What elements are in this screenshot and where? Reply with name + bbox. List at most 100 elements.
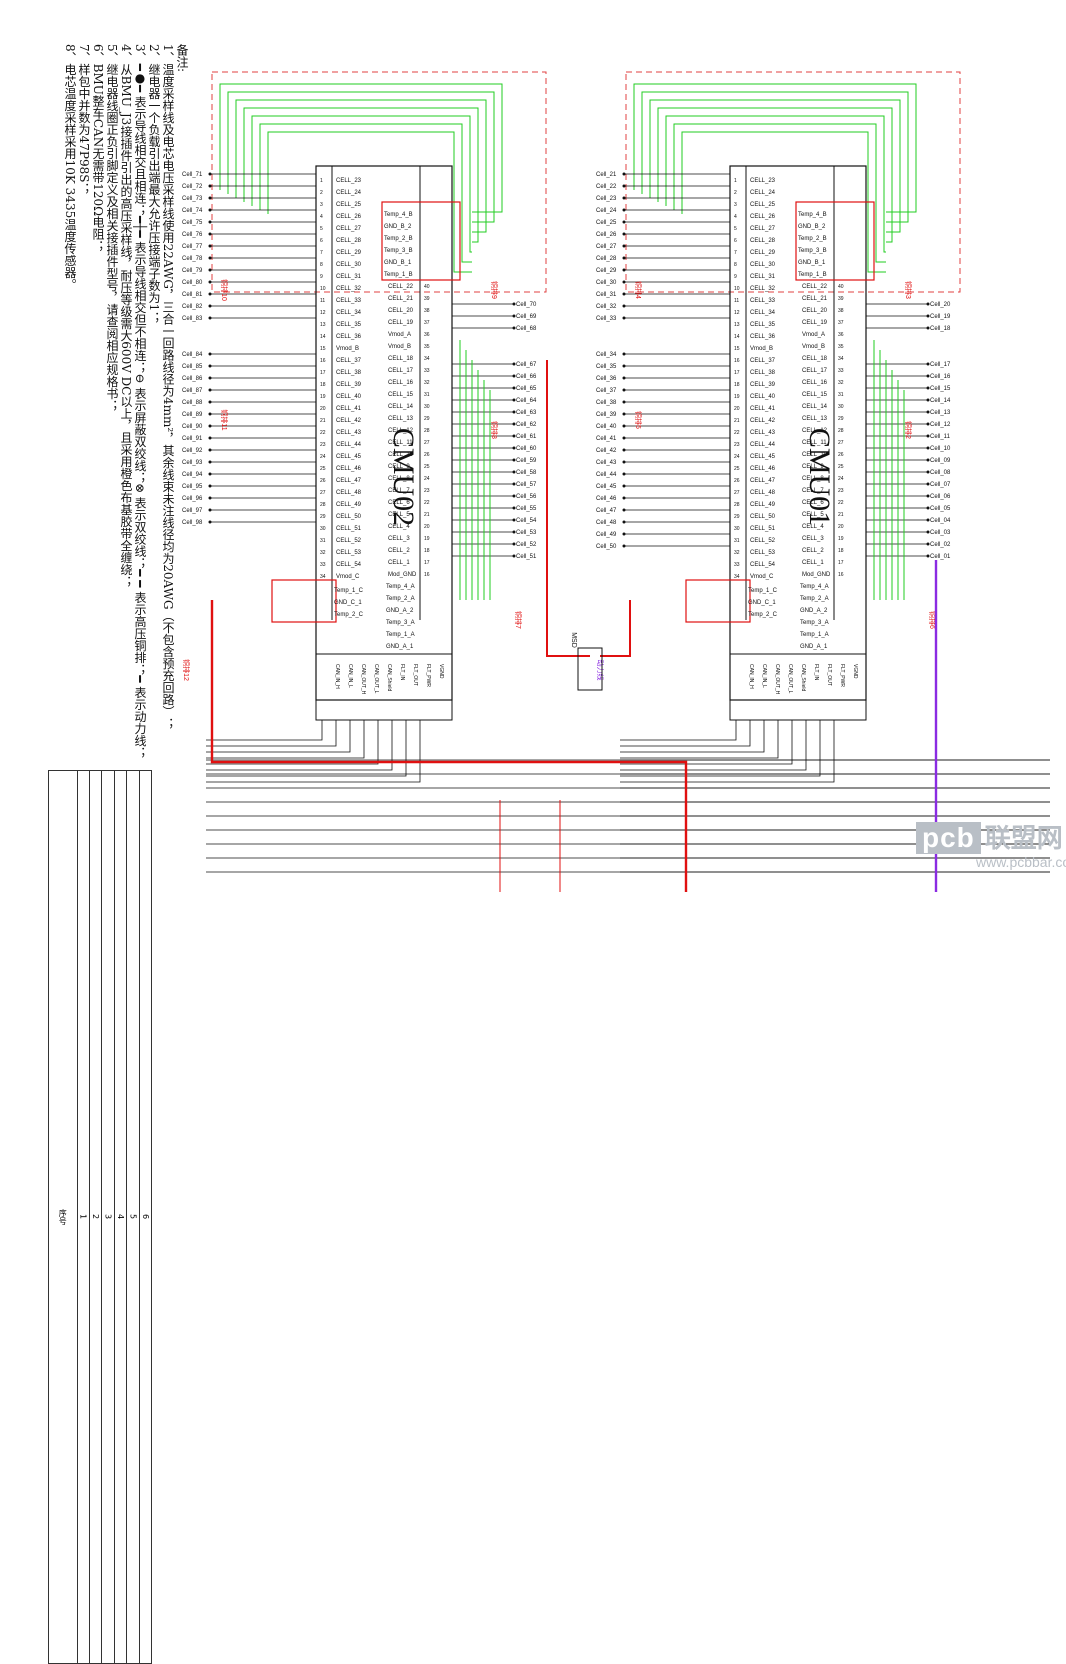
pin-label: Vmod_C [750,574,774,580]
pin-number: 32 [424,380,430,386]
pin-label: Vmod_B [802,344,825,350]
pin-label: Vmod_B [750,346,773,352]
cell-label: Cell_64 [516,398,537,404]
junction-dot [927,399,930,402]
junction-dot [513,399,516,402]
pin-label: CELL_24 [750,190,776,196]
harness-wire [206,720,406,776]
wiring-diagram: 备注: 1、温度采样线及电芯电压采样线使用22AWG，三合一回路线径为4mm²，… [0,0,1066,892]
junction-dot [927,423,930,426]
pin-label: CELL_44 [750,442,776,448]
pin-number: 34 [424,356,430,362]
pin-number: 27 [734,490,740,496]
pin-number: 32 [838,380,844,386]
pin-number: 24 [734,454,740,460]
junction-dot [209,509,212,512]
pin-number: 17 [320,370,326,376]
junction-dot [927,315,930,318]
pin-label: Vmod_A [802,332,825,338]
junction-dot [209,449,212,452]
cell-label: Cell_30 [596,280,617,286]
junction-dot [513,555,516,558]
junction-dot [209,173,212,176]
pin-label: Vmod_B [388,344,411,350]
junction-dot [209,389,212,392]
cell-label: Cell_38 [596,400,617,406]
pin-label: Mod_GND [802,572,831,578]
pin-number: 31 [320,538,326,544]
junction-dot [927,543,930,546]
temp-label: Temp_3_B [384,248,413,254]
junction-dot [209,281,212,284]
junction-dot [513,531,516,534]
cell-label: Cell_81 [182,292,203,298]
pin-number: 39 [424,296,430,302]
pin-number: 10 [734,286,740,292]
junction-dot [513,315,516,318]
temp-connector-box [272,580,336,622]
junction-dot [623,437,626,440]
cell-label: Cell_85 [182,364,203,370]
cell-label: Cell_61 [516,434,537,440]
pin-label: CELL_42 [336,418,362,424]
pin-number: 11 [320,298,325,304]
busbar-label: 铜排12 [182,659,191,681]
junction-dot [623,509,626,512]
pin-number: 20 [734,406,740,412]
temp-label: Temp_2_B [384,236,413,242]
temp-wire [666,116,886,252]
table-cell: 6 [139,771,151,1664]
pin-number: 32 [734,550,740,556]
pin-label: CELL_22 [802,284,828,290]
pin-label: CELL_3 [802,536,824,542]
pin-label: CELL_18 [388,356,414,362]
pin-number: 23 [734,442,740,448]
pin-number: 14 [734,334,740,340]
junction-dot [623,497,626,500]
cell-label: Cell_14 [930,398,951,404]
pin-number: 36 [838,332,844,338]
can-pin-label: FLT_OUT [412,664,418,686]
cell-label: Cell_15 [930,386,951,392]
cell-label: Cell_72 [182,184,203,190]
pin-number: 33 [734,562,740,568]
pin-number: 31 [734,538,740,544]
table-cell: 5 [127,771,139,1664]
cell-label: Cell_42 [596,448,617,454]
cell-label: Cell_13 [930,410,951,416]
temp-label: GND_A_1 [800,644,828,650]
cell-label: Cell_46 [596,496,617,502]
junction-dot [623,365,626,368]
harness-wire [206,720,322,740]
cell-label: Cell_21 [596,172,617,178]
temp-label: Temp_2_A [386,596,415,602]
cell-label: Cell_10 [930,446,951,452]
pin-number: 19 [838,536,844,542]
pin-label: CELL_50 [750,514,776,520]
pin-label: CELL_3 [388,536,410,542]
cell-label: Cell_34 [596,352,617,358]
harness-wire [620,720,792,764]
cell-label: Cell_65 [516,386,537,392]
pin-number: 29 [734,514,740,520]
pin-label: CELL_20 [802,308,828,314]
cmu02-title: CMU02 [386,428,420,526]
pin-number: 20 [424,524,430,530]
harness-wire [620,720,736,740]
can-pin-label: FLT_IN [399,664,405,681]
junction-dot [209,221,212,224]
junction-dot [623,377,626,380]
cell-label: Cell_20 [930,302,951,308]
pin-number: 4 [734,214,737,220]
temp-label: Temp_2_A [800,596,829,602]
pin-number: 18 [424,548,430,554]
cell-label: Cell_70 [516,302,537,308]
junction-dot [927,555,930,558]
temp-label: GND_B_1 [798,260,826,266]
pin-number: 19 [424,536,430,542]
junction-dot [209,461,212,464]
junction-dot [513,483,516,486]
pin-label: CELL_19 [388,320,414,326]
table-cell: 1 [77,771,89,1664]
pin-number: 34 [320,574,326,580]
